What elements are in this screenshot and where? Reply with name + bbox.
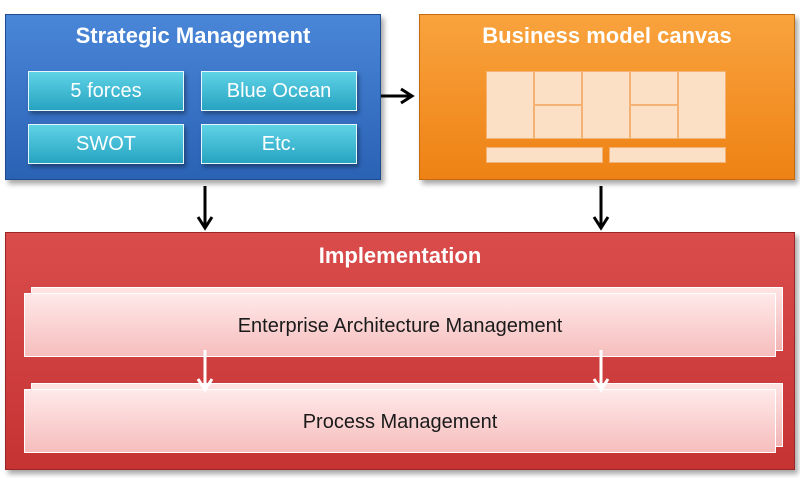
canvas-block [534, 71, 582, 105]
enterprise-architecture-layer: Enterprise Architecture Management [24, 293, 776, 357]
business-model-canvas-panel: Business model canvas [419, 14, 795, 180]
canvas-block [630, 105, 678, 139]
process-management-layer: Process Management [24, 389, 776, 453]
tool-etc: Etc. [201, 124, 357, 164]
canvas-block [678, 71, 726, 139]
canvas-block [582, 71, 630, 139]
canvas-block [486, 71, 534, 139]
process-management-label: Process Management [302, 411, 498, 433]
tool-5-forces: 5 forces [28, 71, 184, 111]
implementation-title: Implementation [318, 243, 482, 268]
enterprise-architecture-label: Enterprise Architecture Management [237, 315, 563, 337]
strategic-management-panel: Strategic Management 5 forces Blue Ocean… [5, 14, 381, 180]
canvas-block [630, 71, 678, 105]
arrow-down-icon [196, 186, 214, 231]
arrow-right-icon [381, 87, 415, 105]
canvas-block [486, 147, 603, 163]
canvas-block [534, 105, 582, 139]
business-model-canvas-title: Business model canvas [482, 23, 732, 48]
tool-swot: SWOT [28, 124, 184, 164]
arrow-down-icon [592, 186, 610, 231]
strategic-management-title: Strategic Management [75, 23, 311, 48]
implementation-panel: Implementation Enterprise Architecture M… [5, 232, 795, 470]
canvas-block [609, 147, 726, 163]
tool-blue-ocean: Blue Ocean [201, 71, 357, 111]
